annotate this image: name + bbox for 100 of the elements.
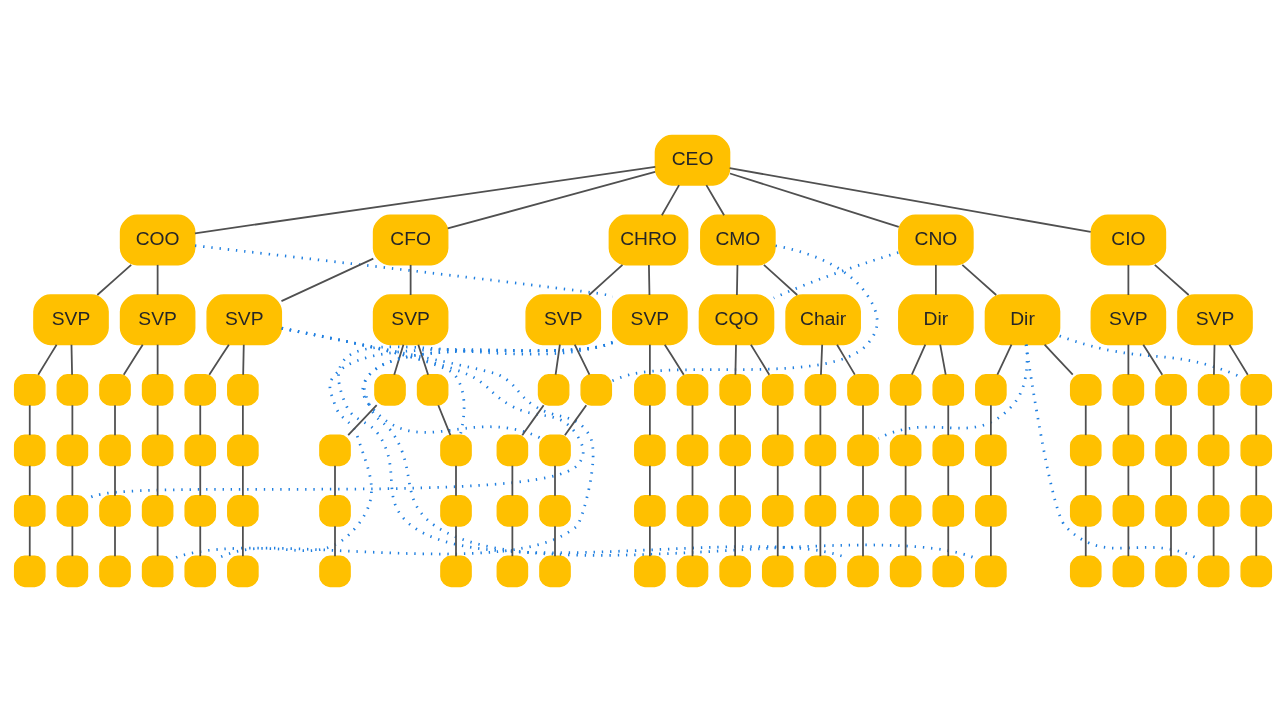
node-box <box>889 373 922 406</box>
node-box: CMO <box>700 214 776 265</box>
connector <box>347 403 378 436</box>
node-box <box>13 555 46 587</box>
node-box <box>13 373 46 406</box>
connector <box>663 343 685 376</box>
connector <box>819 403 822 436</box>
node-box <box>932 373 965 406</box>
connector <box>334 464 336 497</box>
connector <box>554 524 556 557</box>
connector <box>763 263 799 296</box>
connector <box>1170 524 1172 557</box>
node-box: Dir <box>898 293 974 345</box>
connector <box>1153 263 1190 296</box>
connector <box>208 343 230 376</box>
node-box <box>761 373 794 406</box>
connector <box>1212 403 1215 436</box>
connector <box>947 464 950 497</box>
node-box <box>56 494 89 527</box>
node-box <box>932 434 965 466</box>
connector <box>1170 464 1172 497</box>
connector <box>734 343 737 376</box>
connector <box>691 403 694 436</box>
connector <box>648 343 651 376</box>
connector <box>989 464 992 497</box>
connector <box>156 343 159 376</box>
connector <box>242 343 245 376</box>
connector <box>836 343 856 376</box>
connector <box>363 340 976 560</box>
node-box <box>804 494 837 527</box>
node-box <box>141 373 174 406</box>
connector <box>1084 464 1087 497</box>
connector <box>554 343 561 376</box>
connector <box>776 524 779 557</box>
node-box <box>1197 494 1230 527</box>
node-box <box>319 434 351 466</box>
connector <box>1170 403 1172 436</box>
node-box: CQO <box>698 293 775 345</box>
connector <box>1127 403 1130 436</box>
node-box: Chair <box>785 293 861 345</box>
connector <box>446 170 656 229</box>
connector <box>729 172 900 228</box>
node-box <box>539 555 571 587</box>
connector <box>648 263 651 296</box>
node-box <box>1112 555 1145 587</box>
node-box <box>227 494 259 527</box>
connector <box>37 343 58 376</box>
node-box <box>184 494 217 527</box>
connector <box>862 524 864 557</box>
connector <box>904 403 907 436</box>
connector <box>1084 403 1087 436</box>
node-box <box>1155 494 1187 527</box>
connector <box>947 524 950 557</box>
node-box <box>56 555 89 587</box>
connector <box>437 403 452 436</box>
connector <box>750 343 771 376</box>
node-box <box>537 373 570 406</box>
connector <box>734 464 737 497</box>
node-box <box>141 494 174 527</box>
connector <box>648 403 651 436</box>
connector <box>996 343 1013 376</box>
node-box <box>13 434 46 466</box>
connector <box>573 343 591 376</box>
node-box <box>1240 434 1273 466</box>
connector <box>989 524 992 557</box>
node-box <box>416 373 449 406</box>
node-box: SVP <box>1177 293 1253 345</box>
node-box <box>227 555 259 587</box>
connector <box>691 464 694 497</box>
node-box: SVP <box>119 293 196 345</box>
node-box <box>634 494 666 527</box>
node-box <box>932 494 965 527</box>
connector <box>199 464 202 497</box>
connector <box>1127 263 1130 296</box>
node-box: SVP <box>206 293 283 345</box>
node-box <box>440 555 472 587</box>
node-box: CNO <box>898 214 974 265</box>
connector <box>776 403 779 436</box>
connector <box>910 343 927 376</box>
connector <box>819 524 822 557</box>
node-box <box>99 555 131 587</box>
node-box <box>496 434 529 466</box>
node-box <box>1069 555 1102 587</box>
node-box <box>496 555 529 587</box>
node-box: CEO <box>654 134 731 186</box>
connector <box>734 524 737 557</box>
connector <box>511 524 514 557</box>
node-box <box>440 434 472 466</box>
node-box <box>539 494 571 527</box>
connector <box>947 403 950 436</box>
connector <box>934 263 937 296</box>
connector <box>280 257 375 302</box>
node-box: CHRO <box>608 214 689 265</box>
node-box <box>634 434 666 466</box>
connector <box>736 263 739 296</box>
connector <box>904 464 907 497</box>
node-box <box>99 434 131 466</box>
node-box <box>319 555 351 587</box>
node-box: COO <box>119 214 196 265</box>
connector <box>156 403 159 436</box>
